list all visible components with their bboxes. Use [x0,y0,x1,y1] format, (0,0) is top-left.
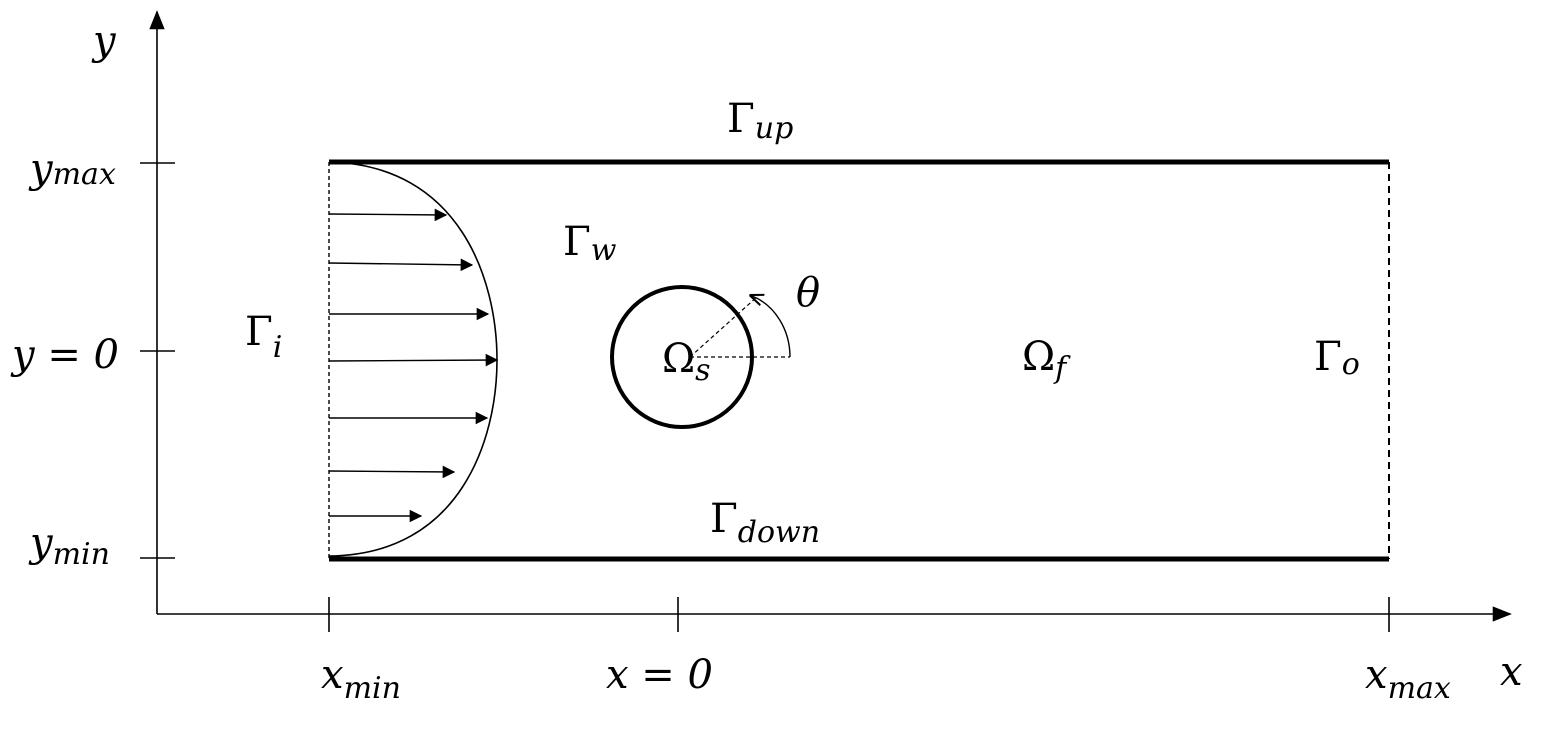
omega-solid-label: Ωs [662,336,711,388]
velocity-profile-curve [328,161,498,557]
gamma-inlet-label: Γi [245,309,282,365]
gamma-up-label: Γup [727,96,793,146]
velocity-arrow [328,208,448,222]
velocity-arrow [328,353,499,367]
y-tick-label-max: ymax [28,146,116,192]
velocity-arrow [328,258,474,272]
y-tick-label-min: ymin [28,520,110,572]
x-axis-label: x [1500,649,1523,695]
cylinder [610,285,754,429]
velocity-arrow [328,465,456,479]
x-tick-label-max: xmax [1365,652,1451,706]
y-tick-label-zero: y = 0 [10,332,119,378]
gamma-down-label: Γdown [710,496,820,550]
angle-radius-line [689,295,759,358]
theta-label: θ [796,270,820,316]
x-tick-label-zero: x = 0 [606,652,713,698]
gamma-outlet-label: Γo [1314,334,1360,382]
gamma-wall-label: Γw [563,219,617,268]
y-axis-label: y [91,18,117,64]
omega-fluid-label: Ωf [1022,334,1071,386]
angle-arc [752,296,791,358]
x-tick-label-min: xmin [321,652,401,706]
